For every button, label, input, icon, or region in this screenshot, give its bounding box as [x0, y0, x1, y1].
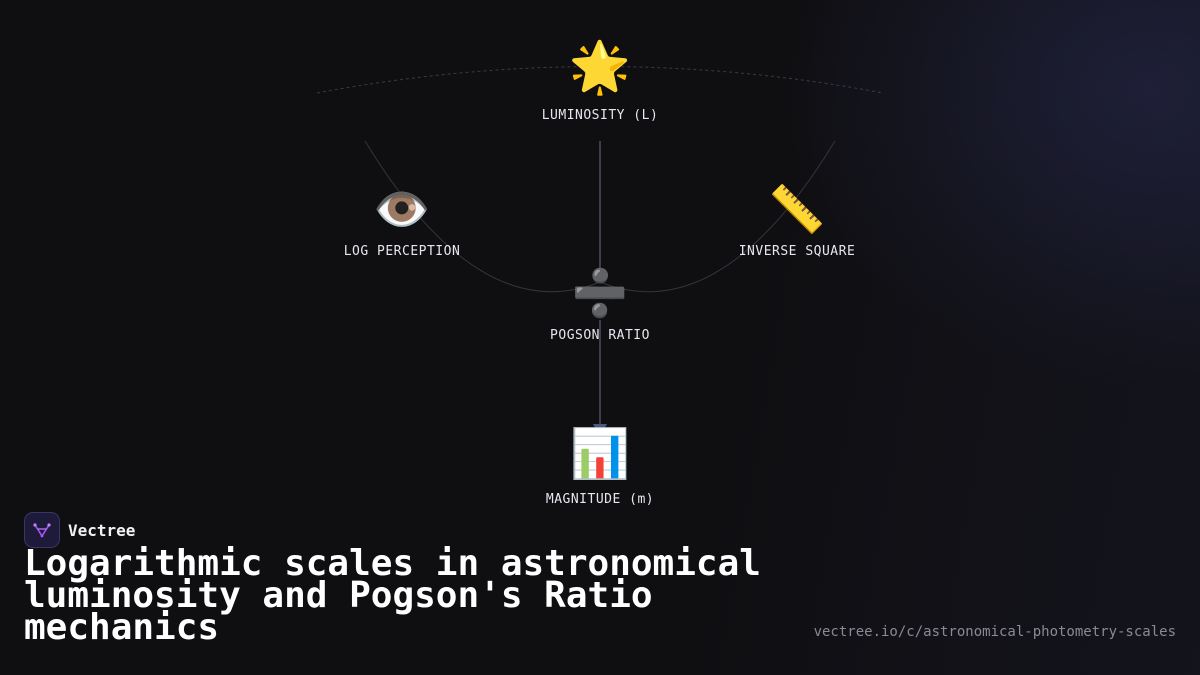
source-url: vectree.io/c/astronomical-photometry-sca… — [813, 624, 1176, 640]
brand: Vectree — [24, 512, 135, 548]
node-pogson-ratio-label: POGSON RATIO — [550, 328, 650, 343]
node-log-perception-label: LOG PERCEPTION — [343, 244, 461, 259]
node-luminosity-label: LUMINOSITY (L) — [541, 108, 659, 123]
bar-chart-icon: 📊 — [570, 426, 630, 482]
eye-icon: 👁️ — [373, 182, 431, 236]
glowing-star-icon: 🌟 — [568, 38, 632, 96]
division-icon: ➗ — [571, 266, 629, 320]
node-luminosity: 🌟 LUMINOSITY (L) — [542, 42, 659, 123]
page-title: Logarithmic scales in astronomical lumin… — [24, 543, 761, 648]
node-magnitude-label: MAGNITUDE (m) — [545, 492, 655, 507]
node-pogson-ratio: ➗ POGSON RATIO — [550, 270, 650, 343]
brand-name: Vectree — [68, 520, 136, 540]
ruler-icon: 📏 — [768, 182, 826, 236]
inner-arc — [364, 140, 836, 293]
outer-arc — [316, 66, 884, 94]
node-inverse-square-label: INVERSE SQUARE — [738, 244, 856, 259]
node-log-perception: 👁️ LOG PERCEPTION — [344, 186, 461, 259]
arrowhead-magnitude — [593, 424, 607, 437]
node-inverse-square: 📏 INVERSE SQUARE — [739, 186, 856, 259]
node-magnitude: 📊 MAGNITUDE (m) — [546, 430, 654, 507]
vectree-logo-icon — [24, 512, 60, 548]
